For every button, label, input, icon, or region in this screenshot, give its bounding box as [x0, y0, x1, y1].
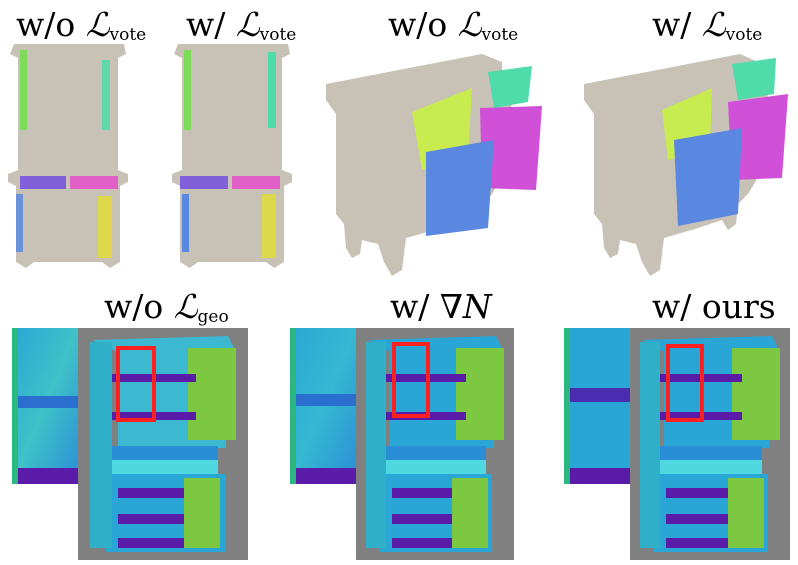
cabinet-front-wo-vote: [6, 40, 134, 270]
label-wo-vote-2: w/o ℒvote: [388, 5, 519, 45]
normal-render-w-gradient-n: [356, 328, 514, 560]
label-w-gradient-n: w/ ∇N: [390, 287, 492, 326]
cabinet-angled-w-vote: [582, 44, 794, 280]
normal-render-wo-geo: [78, 328, 248, 560]
normal-render-w-ours: [630, 328, 790, 560]
cabinet-front-w-vote: [170, 40, 298, 270]
label-w-vote-2: w/ ℒvote: [652, 5, 763, 45]
label-wo-vote-1: w/o ℒvote: [16, 5, 147, 45]
zoom-crop-w-gradient-n: [290, 328, 356, 484]
label-w-ours: w/ ours: [652, 287, 776, 326]
label-w-vote-1: w/ ℒvote: [186, 5, 297, 45]
label-wo-geo: w/o ℒgeo: [104, 287, 229, 327]
zoom-crop-wo-geo: [12, 328, 78, 484]
zoom-crop-w-ours: [564, 328, 630, 484]
cabinet-angled-wo-vote: [322, 44, 554, 280]
